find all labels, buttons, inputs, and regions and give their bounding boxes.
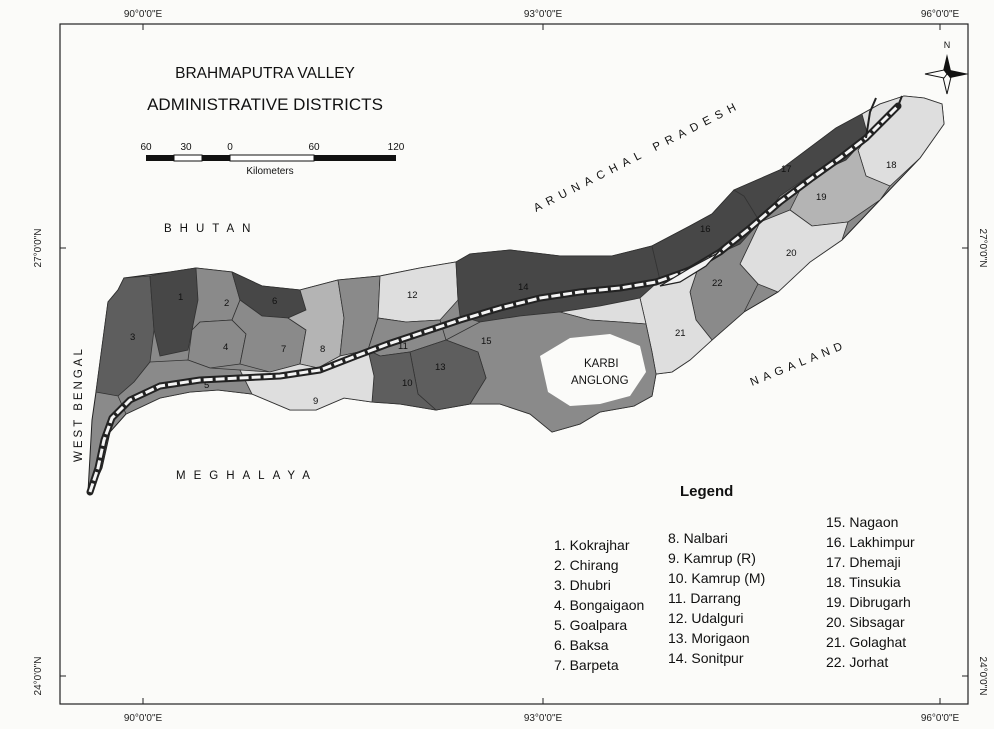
- legend-item-11: 11. Darrang: [668, 590, 741, 606]
- district-label-13: 13: [435, 362, 446, 373]
- district-label-17: 17: [781, 164, 792, 175]
- district-label-8: 8: [320, 344, 325, 355]
- legend-item-7: 7. Barpeta: [554, 657, 619, 673]
- scale-bar: 60 30 0 60 120 Kilometers: [140, 142, 404, 177]
- district-label-7: 7: [281, 344, 286, 355]
- scale-segment-4: [229, 154, 315, 162]
- district-12-udalguri: [377, 261, 459, 323]
- brahmaputra-river-outer: [86, 102, 902, 496]
- lon-label-top-2: 93°0'0"E: [524, 9, 563, 20]
- legend-item-16: 16. Lakhimpur: [826, 534, 915, 550]
- label-nagaland: NAGALAND: [749, 339, 849, 389]
- district-number-labels: 1 2 3 4 5 6 7 8 9 10 11 12 13 14 15 16 1…: [130, 160, 897, 407]
- legend-item-22: 22. Jorhat: [826, 654, 888, 670]
- legend-item-6: 6. Baksa: [554, 637, 609, 653]
- district-label-9: 9: [313, 396, 318, 407]
- legend-item-13: 13. Morigaon: [668, 630, 750, 646]
- legend-item-17: 17. Dhemaji: [826, 554, 901, 570]
- legend-item-15: 15. Nagaon: [826, 514, 898, 530]
- label-meghalaya: MEGHALAYA: [176, 470, 318, 482]
- graticule-ticks: [60, 24, 968, 704]
- scale-segment-1: [146, 155, 174, 161]
- district-label-4: 4: [223, 342, 228, 353]
- legend-title: Legend: [680, 483, 733, 500]
- map-title-line2: ADMINISTRATIVE DISTRICTS: [147, 95, 383, 114]
- legend-item-12: 12. Udalguri: [668, 610, 744, 626]
- map-title-line1: BRAHMAPUTRA VALLEY: [175, 65, 355, 82]
- lon-label-top-1: 90°0'0"E: [124, 9, 163, 20]
- district-label-10: 10: [402, 378, 413, 389]
- lon-label-bottom-2: 93°0'0"E: [524, 713, 563, 724]
- scale-unit-label: Kilometers: [246, 166, 293, 177]
- district-label-22: 22: [712, 278, 723, 289]
- district-label-3: 3: [130, 332, 135, 343]
- legend: Legend 1. Kokrajhar 2. Chirang 3. Dhubri…: [554, 483, 915, 673]
- scale-tick-60: 60: [308, 142, 320, 153]
- lat-label-right-1: 27°0'0"N: [977, 229, 988, 268]
- district-label-20: 20: [786, 248, 797, 259]
- district-label-18: 18: [886, 160, 897, 171]
- district-label-14: 14: [518, 282, 529, 293]
- lat-label-right-2: 24°0'0"N: [977, 657, 988, 696]
- district-4-bongaigaon: [187, 319, 247, 369]
- district-label-5: 5: [204, 380, 209, 391]
- district-label-21: 21: [675, 328, 686, 339]
- lon-label-bottom-3: 96°0'0"E: [921, 713, 960, 724]
- scale-tick-120: 120: [388, 142, 405, 153]
- district-label-16: 16: [700, 224, 711, 235]
- lon-label-bottom-1: 90°0'0"E: [124, 713, 163, 724]
- label-west-bengal: WEST BENGAL: [73, 346, 85, 462]
- karbi-anglong-area: [540, 334, 646, 406]
- river-tributary: [865, 95, 903, 139]
- legend-item-10: 10. Kamrup (M): [668, 570, 765, 586]
- district-label-1: 1: [178, 292, 183, 303]
- label-arunachal-pradesh: ARUNACHAL PRADESH: [532, 99, 744, 215]
- label-bhutan: BHUTAN: [164, 223, 258, 235]
- legend-item-14: 14. Sonitpur: [668, 650, 744, 666]
- label-karbi: KARBI: [584, 358, 619, 370]
- district-label-6: 6: [272, 296, 277, 307]
- scale-tick-60-left: 60: [140, 142, 152, 153]
- district-label-2: 2: [224, 298, 229, 309]
- scale-segment-5: [314, 155, 396, 161]
- district-label-15: 15: [481, 336, 492, 347]
- scale-tick-30: 30: [180, 142, 192, 153]
- legend-item-3: 3. Dhubri: [554, 577, 611, 593]
- north-arrow-icon: [924, 54, 969, 95]
- legend-item-20: 20. Sibsagar: [826, 614, 905, 630]
- legend-item-18: 18. Tinsukia: [826, 574, 901, 590]
- majuli-river-island: [659, 245, 725, 287]
- legend-item-2: 2. Chirang: [554, 557, 619, 573]
- legend-item-4: 4. Bongaigaon: [554, 597, 644, 613]
- district-label-12: 12: [407, 290, 418, 301]
- map-frame: [59, 23, 969, 705]
- lat-label-left-2: 24°0'0"N: [33, 657, 44, 696]
- label-anglong: ANGLONG: [571, 375, 629, 387]
- district-label-19: 19: [816, 192, 827, 203]
- lat-label-left-1: 27°0'0"N: [33, 229, 44, 268]
- scale-segment-2: [173, 154, 203, 162]
- legend-item-19: 19. Dibrugarh: [826, 594, 911, 610]
- legend-item-5: 5. Goalpara: [554, 617, 627, 633]
- legend-item-1: 1. Kokrajhar: [554, 537, 630, 553]
- legend-item-9: 9. Kamrup (R): [668, 550, 756, 566]
- lon-label-top-3: 96°0'0"E: [921, 9, 960, 20]
- legend-item-8: 8. Nalbari: [668, 530, 728, 546]
- north-label: N: [944, 40, 951, 50]
- scale-segment-3: [202, 155, 230, 161]
- scale-tick-0: 0: [227, 142, 233, 153]
- legend-item-21: 21. Golaghat: [826, 634, 906, 650]
- district-label-11: 11: [398, 341, 408, 352]
